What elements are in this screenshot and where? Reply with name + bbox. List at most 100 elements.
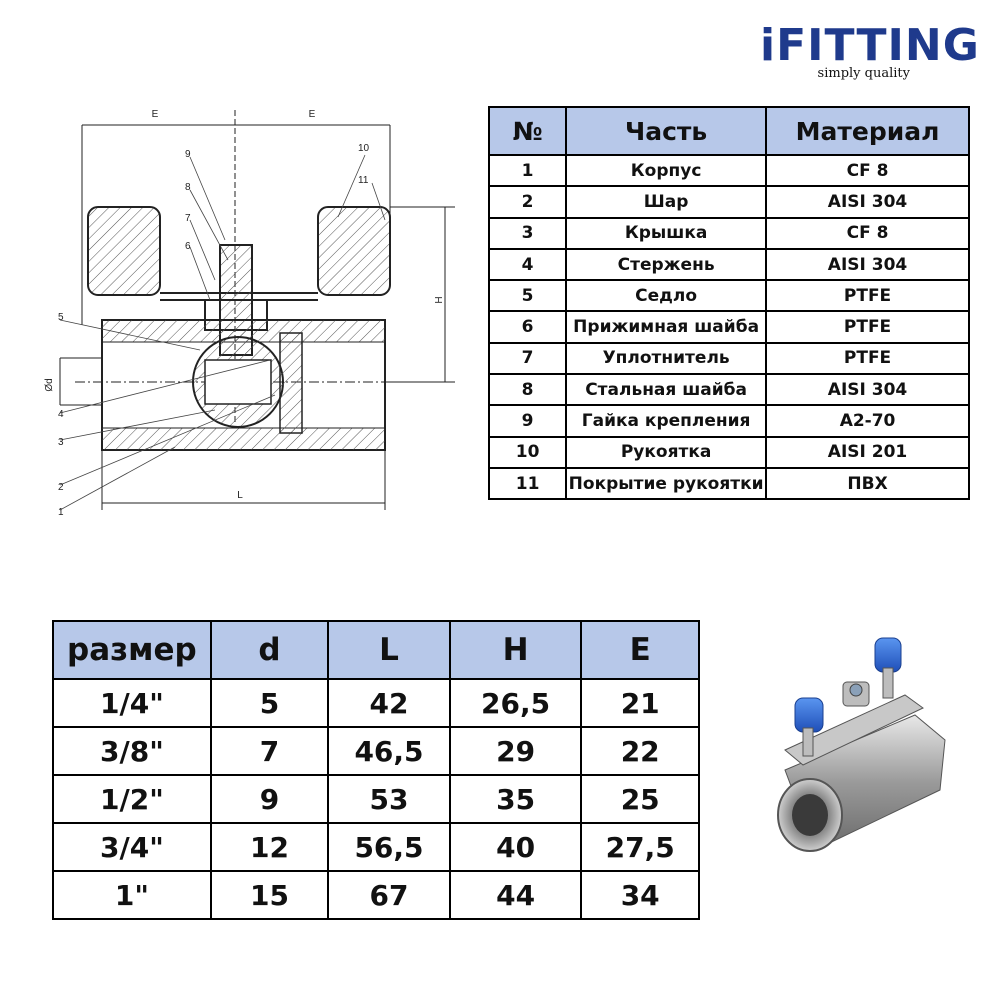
part-number: 5	[487, 279, 568, 313]
part-name: Рукоятка	[565, 435, 768, 469]
header-size: размер	[52, 620, 212, 680]
part-material: PTFE	[765, 341, 970, 376]
callout-11: 11	[358, 175, 369, 186]
d-value: 12	[209, 822, 330, 872]
part-material: AISI 304	[765, 185, 970, 219]
callout-10: 10	[358, 143, 370, 154]
table-row: 11 Покрытие рукоятки ПВХ	[487, 466, 970, 501]
d-value: 5	[209, 678, 330, 728]
callout-1: 1	[58, 507, 64, 518]
dim-label-l: L	[237, 490, 243, 501]
e-value: 34	[580, 870, 700, 920]
l-value: 67	[327, 870, 451, 920]
d-value: 7	[209, 726, 330, 776]
table-row: 7 Уплотнитель PTFE	[487, 341, 970, 376]
logo-tagline: simply quality	[817, 66, 910, 81]
callout-9: 9	[185, 149, 191, 160]
callout-4: 4	[58, 409, 64, 420]
d-value: 9	[209, 774, 330, 824]
header-d: d	[209, 620, 330, 680]
part-number: 11	[487, 466, 568, 501]
part-name: Гайка крепления	[565, 404, 768, 438]
h-value: 35	[448, 774, 583, 824]
size-table-header-row: размер d L H E	[52, 620, 700, 680]
ball-valve-product-image	[777, 637, 946, 852]
size-value: 1/4"	[52, 678, 212, 728]
table-row: 1/4" 5 42 26,5 21	[52, 678, 700, 728]
part-name: Стальная шайба	[565, 373, 768, 407]
table-row: 3 Крышка CF 8	[487, 216, 970, 250]
part-name: Шар	[565, 185, 768, 219]
part-number: 8	[487, 373, 568, 407]
part-material: PTFE	[765, 310, 970, 344]
part-name: Крышка	[565, 216, 768, 250]
part-name: Прижимная шайба	[565, 310, 768, 344]
part-material: ПВХ	[765, 466, 970, 501]
table-row: 10 Рукоятка AISI 201	[487, 435, 970, 469]
part-number: 2	[487, 185, 568, 219]
part-number: 3	[487, 216, 568, 250]
h-value: 40	[448, 822, 583, 872]
part-number: 1	[487, 153, 568, 188]
part-material: PTFE	[765, 279, 970, 313]
callout-7: 7	[185, 213, 191, 224]
table-row: 4 Стержень AISI 304	[487, 247, 970, 282]
dim-label-h: H	[432, 296, 443, 303]
table-row: 1" 15 67 44 34	[52, 870, 700, 920]
parts-table-header-row: № Часть Материал	[487, 106, 970, 156]
table-row: 1/2" 9 53 35 25	[52, 774, 700, 824]
part-name: Корпус	[565, 153, 768, 188]
logo-brand-name: iFITTING	[760, 20, 980, 71]
table-row: 3/8" 7 46,5 29 22	[52, 726, 700, 776]
table-row: 8 Стальная шайба AISI 304	[487, 373, 970, 407]
part-material: AISI 304	[765, 247, 970, 282]
table-row: 6 Прижимная шайба PTFE	[487, 310, 970, 344]
valve-section-drawing: E E H L Ød 9 8 7 6 10 11 5 4 3 2 1	[44, 109, 455, 518]
table-row: 9 Гайка крепления A2-70	[487, 404, 970, 438]
l-value: 46,5	[327, 726, 451, 776]
e-value: 27,5	[580, 822, 700, 872]
callout-5: 5	[58, 312, 64, 323]
size-value: 3/8"	[52, 726, 212, 776]
l-value: 53	[327, 774, 451, 824]
callout-6: 6	[185, 241, 191, 252]
e-value: 22	[580, 726, 700, 776]
part-material: AISI 201	[765, 435, 970, 469]
l-value: 56,5	[327, 822, 451, 872]
part-name: Уплотнитель	[565, 341, 768, 376]
table-row: 2 Шар AISI 304	[487, 185, 970, 219]
size-value: 1"	[52, 870, 212, 920]
header-h: H	[448, 620, 583, 680]
dim-label-e-right: E	[309, 109, 316, 120]
size-value: 3/4"	[52, 822, 212, 872]
callout-8: 8	[185, 182, 191, 193]
header-material: Материал	[765, 106, 970, 156]
e-value: 25	[580, 774, 700, 824]
header-number: №	[487, 106, 568, 156]
size-value: 1/2"	[52, 774, 212, 824]
l-value: 42	[327, 678, 451, 728]
table-row: 5 Седло PTFE	[487, 279, 970, 313]
part-material: A2-70	[765, 404, 970, 438]
part-number: 4	[487, 247, 568, 282]
callout-3: 3	[58, 437, 64, 448]
part-material: CF 8	[765, 153, 970, 188]
header-l: L	[327, 620, 451, 680]
size-dimensions-table: размер d L H E 1/4" 5 42 26,5 21 3/8" 7 …	[52, 620, 700, 920]
part-number: 7	[487, 341, 568, 376]
dim-label-d: Ød	[44, 378, 55, 391]
part-material: CF 8	[765, 216, 970, 250]
h-value: 44	[448, 870, 583, 920]
part-number: 9	[487, 404, 568, 438]
table-row: 3/4" 12 56,5 40 27,5	[52, 822, 700, 872]
table-row: 1 Корпус CF 8	[487, 153, 970, 188]
part-number: 6	[487, 310, 568, 344]
d-value: 15	[209, 870, 330, 920]
part-name: Стержень	[565, 247, 768, 282]
part-material: AISI 304	[765, 373, 970, 407]
brand-logo: iFITTING simply quality	[760, 20, 980, 82]
part-number: 10	[487, 435, 568, 469]
header-part: Часть	[565, 106, 768, 156]
e-value: 21	[580, 678, 700, 728]
h-value: 26,5	[448, 678, 583, 728]
